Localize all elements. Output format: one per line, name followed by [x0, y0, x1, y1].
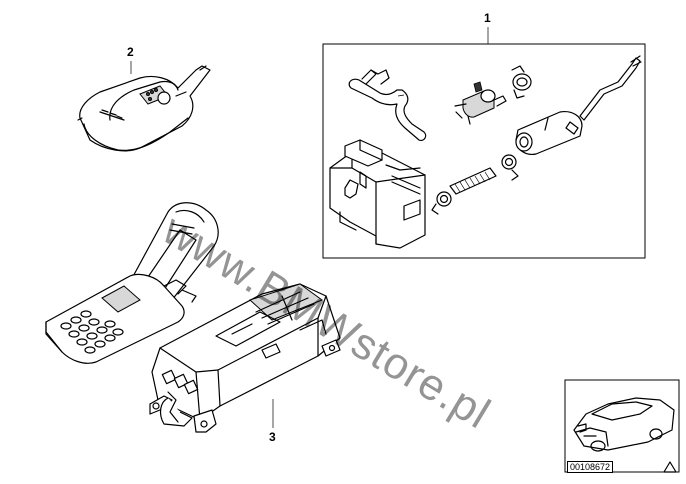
dosing-pump: [454, 81, 507, 125]
corner-triangle-icon: [663, 461, 677, 473]
auxiliary-heater: [329, 139, 426, 249]
callout-2: 2: [127, 45, 134, 59]
exhaust-silencer: [515, 55, 642, 155]
reference-code: 00108672: [567, 461, 614, 473]
vehicle-thumbnail: [564, 379, 680, 473]
callout-3: 3: [269, 430, 276, 444]
mobile-phone: [45, 202, 219, 364]
keypad: [60, 310, 124, 354]
coolant-hose: [348, 69, 427, 141]
remote-control: [77, 65, 211, 152]
callout-1: 1: [484, 11, 491, 25]
kit-frame: [322, 43, 646, 259]
flex-intake-pipe: [449, 167, 497, 195]
telephone-control-unit: [149, 283, 341, 433]
pipe-clamp-right: [501, 154, 519, 181]
pipe-clamp-small: [431, 191, 452, 215]
pipe-clamp-top: [511, 65, 532, 99]
